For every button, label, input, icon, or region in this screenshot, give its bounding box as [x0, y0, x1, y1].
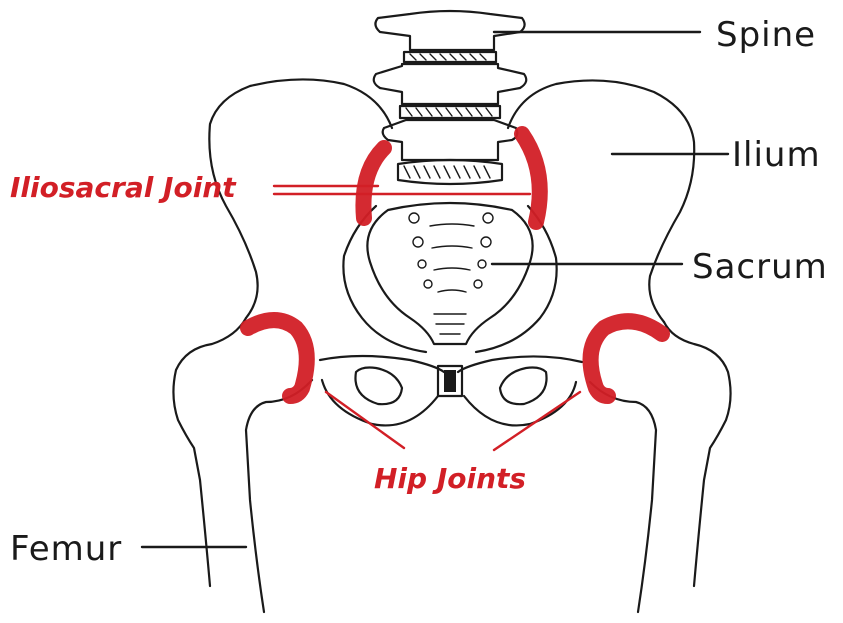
- sacrum: [367, 203, 532, 344]
- hip-leader-left: [326, 392, 404, 448]
- left-hip-highlight: [248, 320, 307, 396]
- ilium-wings: [209, 79, 694, 425]
- iliosacral-joint-label: Iliosacral Joint: [10, 171, 237, 204]
- right-femur: [664, 322, 731, 586]
- spine-label: Spine: [716, 15, 816, 55]
- femur-label: Femur: [10, 529, 122, 569]
- right-iliosacral-highlight: [522, 134, 540, 222]
- spine-vertebrae: [374, 11, 527, 184]
- text-labels: Spine Ilium Sacrum Femur Iliosacral Join…: [10, 15, 828, 569]
- hip-joints-label: Hip Joints: [374, 462, 526, 495]
- sacrum-label: Sacrum: [692, 247, 828, 287]
- right-hip-highlight: [591, 321, 662, 396]
- ilium-label: Ilium: [732, 135, 821, 175]
